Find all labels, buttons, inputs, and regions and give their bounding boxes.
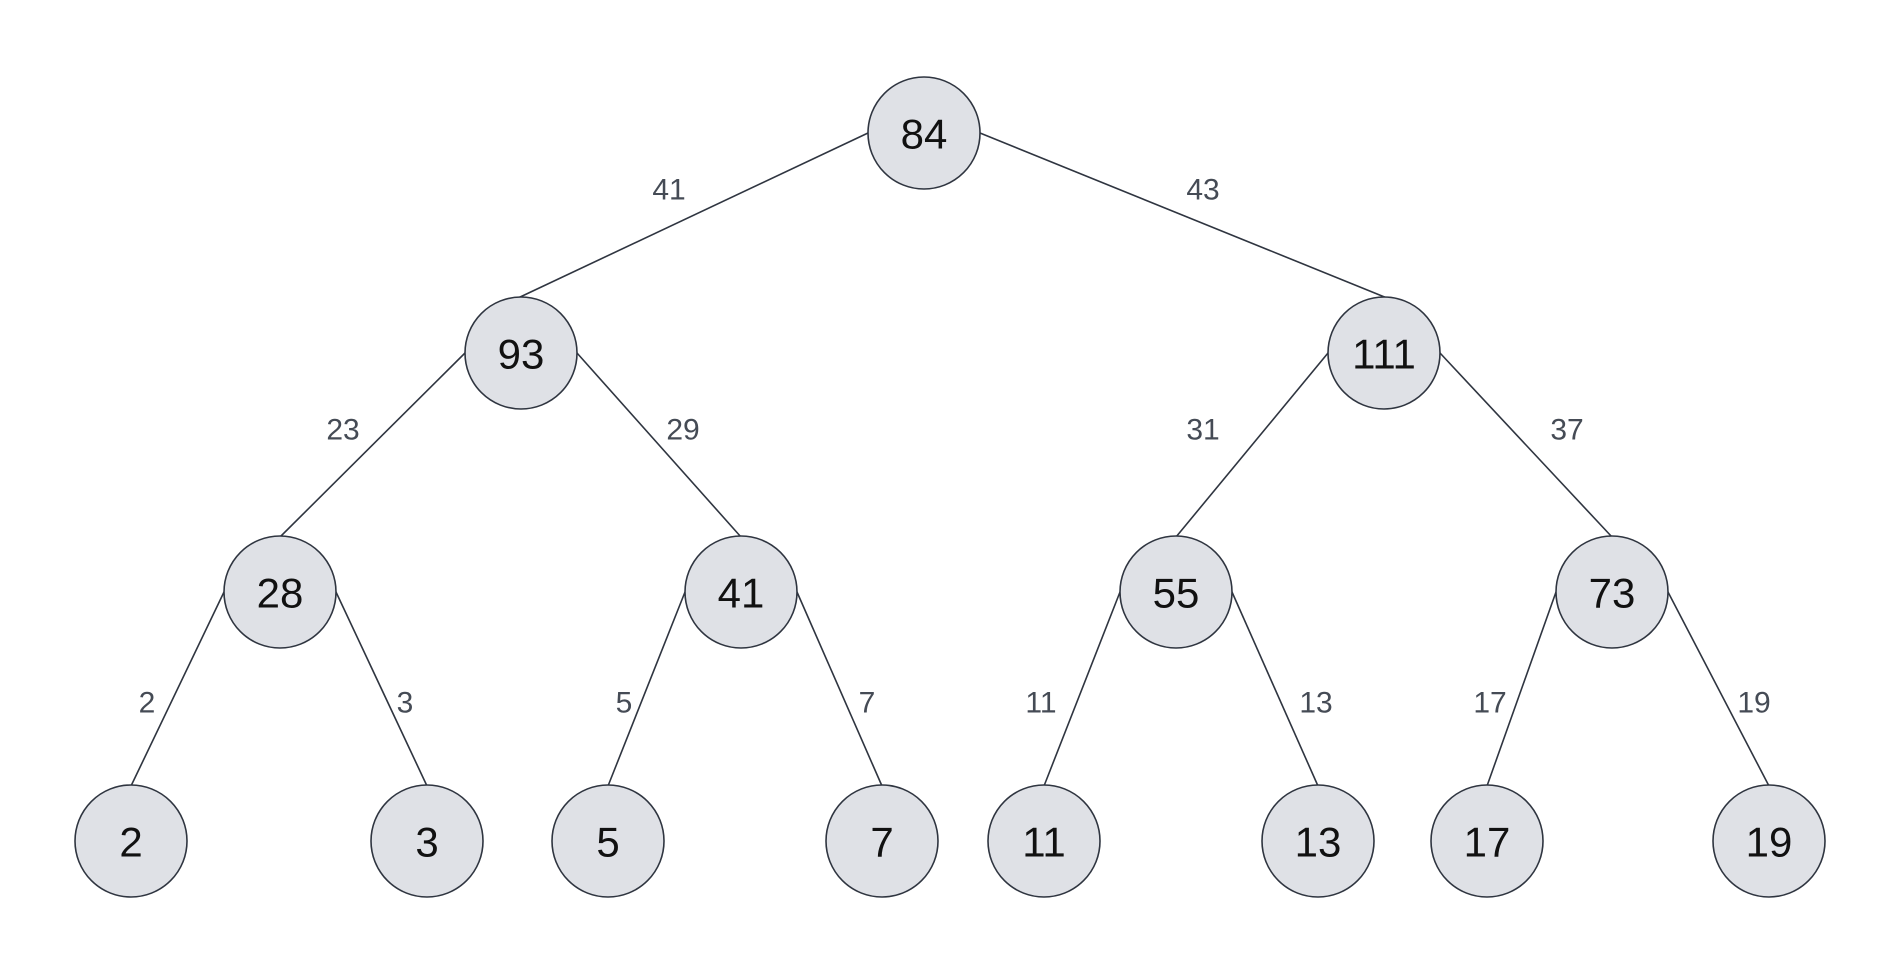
node-circle — [223, 535, 337, 649]
tree-node-13: 13 — [1261, 784, 1375, 898]
edge-41-7 — [796, 591, 883, 787]
node-label: 11 — [1022, 819, 1066, 866]
node-circle — [464, 296, 578, 410]
tree-node-41: 41 — [684, 535, 798, 649]
tree-node-17: 17 — [1430, 784, 1544, 898]
edge-28-2 — [130, 591, 225, 787]
edge-label-73-17: 17 — [1473, 687, 1506, 720]
edge-label-84-111: 43 — [1186, 174, 1219, 207]
node-label: 7 — [870, 819, 893, 866]
edge-84-93 — [517, 132, 869, 299]
edge-label-55-13: 13 — [1299, 687, 1332, 720]
tree-node-5: 5 — [551, 784, 665, 898]
edges-layer — [130, 132, 1770, 787]
node-circle — [551, 784, 665, 898]
node-label: 3 — [415, 819, 438, 866]
node-label: 2 — [119, 819, 142, 866]
tree-node-55: 55 — [1119, 535, 1233, 649]
tree-node-2: 2 — [74, 784, 188, 898]
node-circle — [1555, 535, 1669, 649]
node-label: 13 — [1295, 819, 1342, 866]
edge-93-41 — [576, 352, 742, 538]
node-label: 73 — [1589, 570, 1636, 617]
node-label: 111 — [1352, 331, 1416, 378]
node-label: 41 — [718, 570, 765, 617]
node-circle — [1430, 784, 1544, 898]
edge-label-41-7: 7 — [859, 687, 876, 720]
node-label: 19 — [1746, 819, 1793, 866]
tree-node-3: 3 — [370, 784, 484, 898]
node-label: 17 — [1464, 819, 1511, 866]
edge-label-111-73: 37 — [1550, 414, 1583, 447]
edge-label-93-41: 29 — [666, 414, 699, 447]
tree-node-19: 19 — [1712, 784, 1826, 898]
tree-node-11: 11 — [987, 784, 1101, 898]
edge-28-3 — [335, 591, 428, 787]
node-label: 93 — [498, 331, 545, 378]
node-circle — [867, 76, 981, 190]
node-label: 28 — [257, 570, 304, 617]
node-circle — [825, 784, 939, 898]
edge-73-17 — [1486, 591, 1557, 787]
tree-node-111: 111 — [1327, 296, 1441, 410]
node-circle — [370, 784, 484, 898]
node-label: 55 — [1153, 570, 1200, 617]
tree-node-93: 93 — [464, 296, 578, 410]
tree-node-7: 7 — [825, 784, 939, 898]
edge-93-28 — [279, 352, 466, 538]
edge-84-111 — [979, 132, 1388, 299]
node-label: 84 — [901, 111, 948, 158]
edge-41-5 — [607, 591, 686, 787]
edge-label-41-5: 5 — [616, 687, 633, 720]
edge-label-73-19: 19 — [1737, 687, 1770, 720]
tree-node-28: 28 — [223, 535, 337, 649]
edge-111-73 — [1439, 352, 1613, 538]
edge-label-111-55: 31 — [1186, 414, 1219, 447]
edge-55-13 — [1231, 591, 1319, 787]
node-circle — [74, 784, 188, 898]
edge-label-28-3: 3 — [397, 687, 414, 720]
node-circle — [1119, 535, 1233, 649]
node-circle — [684, 535, 798, 649]
edge-label-55-11: 11 — [1025, 687, 1056, 720]
node-label: 5 — [596, 819, 619, 866]
edge-73-19 — [1667, 591, 1770, 787]
node-circle — [987, 784, 1101, 898]
edge-111-55 — [1175, 352, 1329, 538]
node-circle — [1712, 784, 1826, 898]
edge-55-11 — [1043, 591, 1121, 787]
node-circle — [1327, 296, 1441, 410]
edge-label-28-2: 2 — [139, 687, 156, 720]
edge-label-84-93: 41 — [652, 174, 685, 207]
edge-label-93-28: 23 — [326, 414, 359, 447]
node-circle — [1261, 784, 1375, 898]
tree-node-84: 84 — [867, 76, 981, 190]
tree-node-73: 73 — [1555, 535, 1669, 649]
